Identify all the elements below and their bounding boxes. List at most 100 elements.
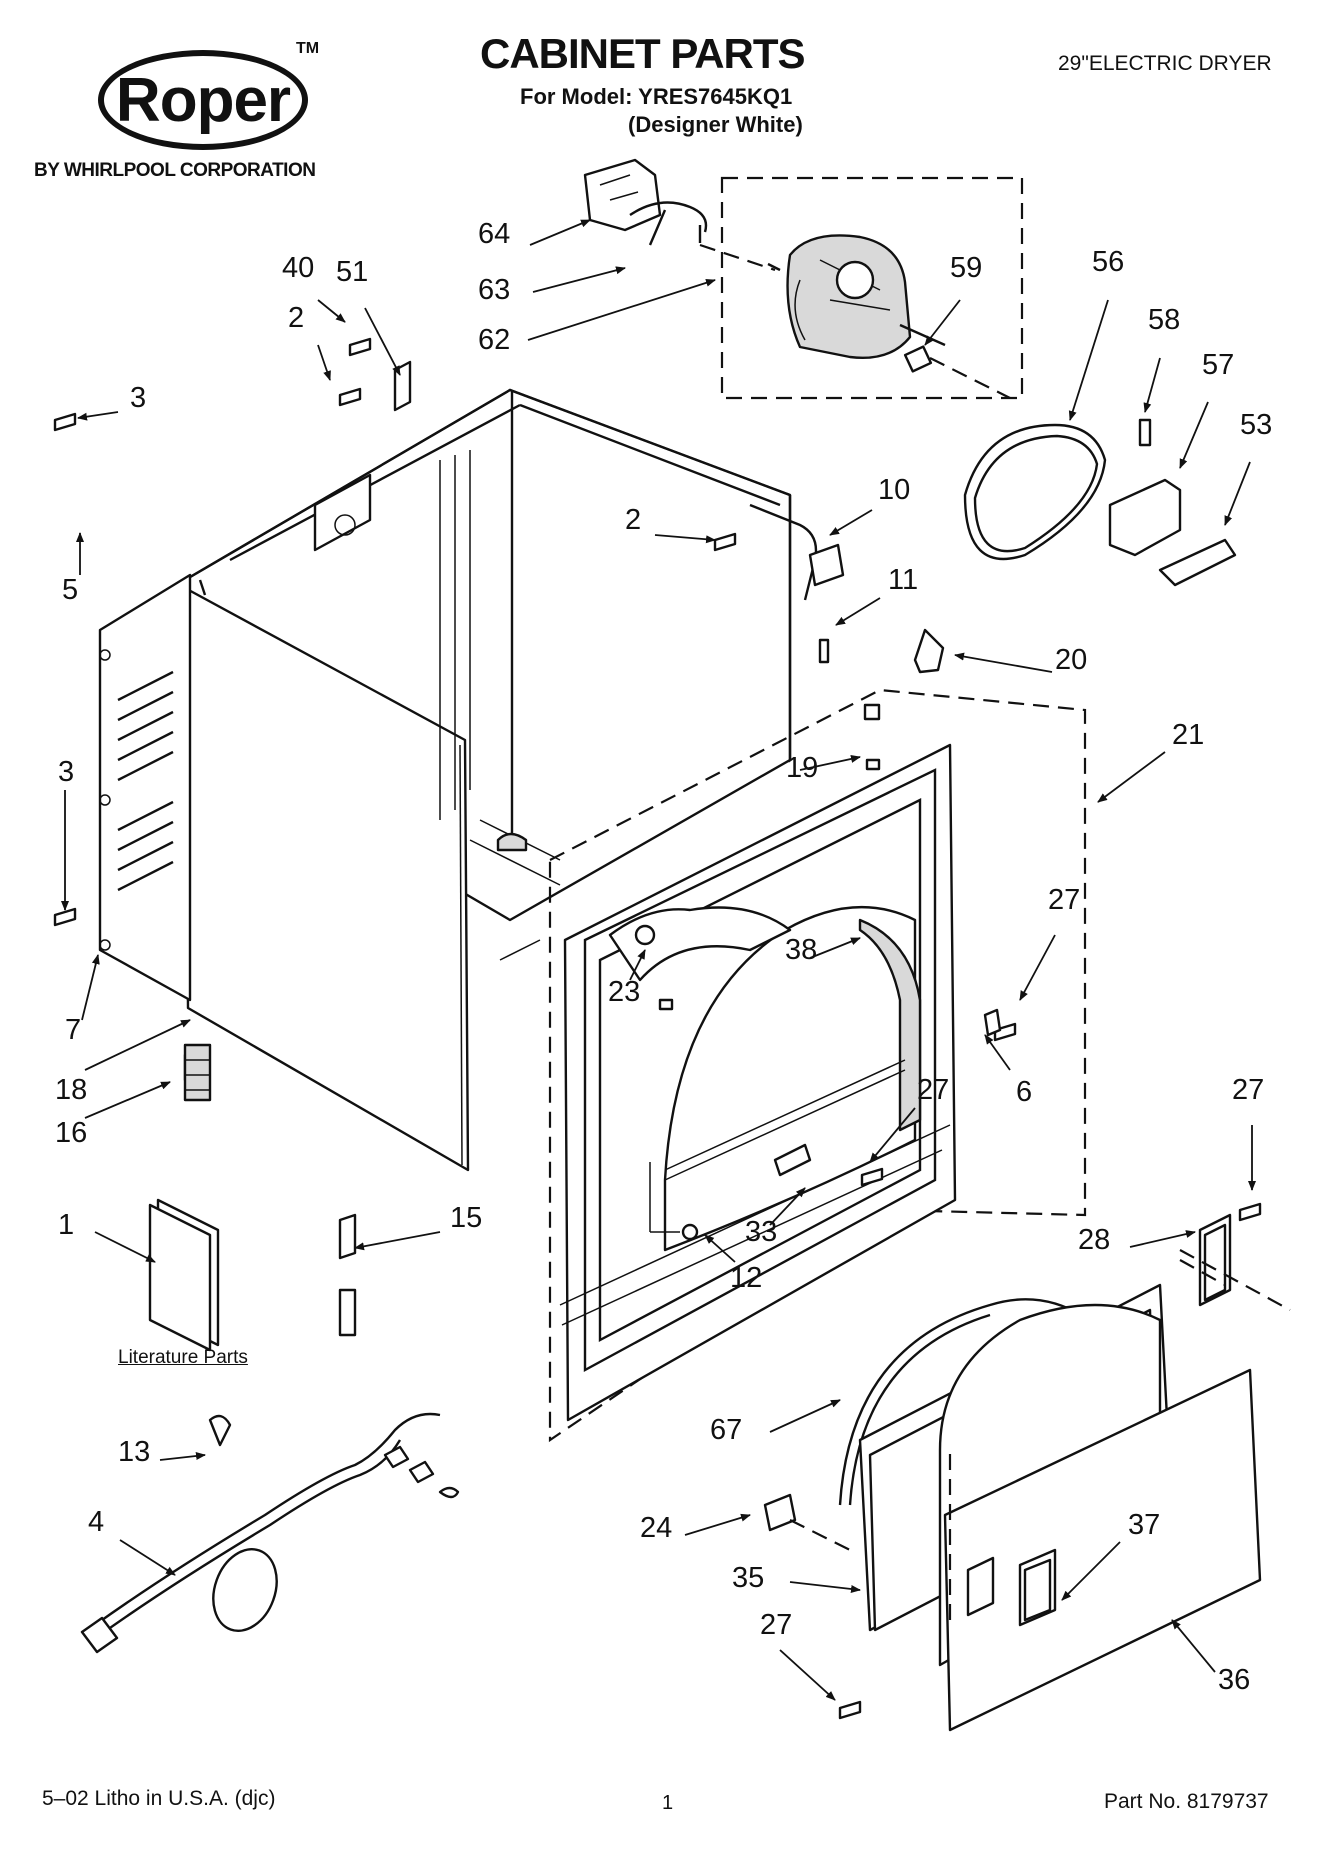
leader-18 (84, 1019, 191, 1071)
leader-2 (654, 534, 716, 544)
logo-trademark: TM (296, 40, 320, 57)
callout-51: 51 (336, 256, 369, 288)
motor-brackets (583, 158, 708, 246)
callout-62: 62 (478, 324, 511, 356)
callout-21: 21 (1172, 719, 1205, 751)
front-panel (548, 688, 1087, 1443)
leader-35 (789, 1581, 861, 1593)
literature-booklet (148, 1198, 220, 1352)
leveling-leg (183, 1043, 212, 1102)
leader-4 (119, 1539, 176, 1576)
leader-19 (799, 754, 861, 771)
leader-51 (364, 307, 401, 376)
leader-28 (1129, 1230, 1196, 1248)
idler-parts (1108, 478, 1237, 587)
logo-brand-text: Roper (115, 65, 291, 135)
leader-20 (954, 652, 1053, 673)
product-type: 29"ELECTRIC DRYER (1058, 52, 1272, 75)
leader-56 (1068, 299, 1109, 421)
callout-58: 58 (1148, 304, 1181, 336)
callout-7: 7 (65, 1014, 82, 1046)
callout-15: 15 (450, 1202, 483, 1234)
leader-15 (354, 1231, 441, 1251)
callout-13: 13 (118, 1436, 151, 1468)
callout-5: 5 (62, 574, 79, 606)
leader-59 (924, 299, 961, 346)
leader-2 (317, 344, 331, 381)
literature-parts-label: Literature Parts (118, 1347, 248, 1368)
logo-ellipse (98, 50, 308, 150)
callout-23: 23 (608, 976, 641, 1008)
cabinet-body (98, 388, 792, 1172)
callout-53: 53 (1240, 409, 1273, 441)
leader-40 (317, 299, 346, 323)
leader-11 (835, 597, 881, 626)
callout-28: 28 (1078, 1224, 1111, 1256)
drive-belt (963, 423, 1107, 561)
callout-24: 24 (640, 1512, 673, 1544)
leader-7 (81, 954, 100, 1021)
leader-67 (769, 1399, 841, 1433)
leader-37 (1061, 1541, 1121, 1601)
leader-23 (629, 949, 646, 981)
callout-67: 67 (710, 1414, 743, 1446)
callout-56: 56 (1092, 246, 1125, 278)
roper-logo: Roper TM BY WHIRLPOOL CORPORATION (28, 40, 358, 190)
footer-part-number: Part No. 8179737 (1104, 1790, 1269, 1813)
leader-24 (684, 1513, 751, 1536)
callout-64: 64 (478, 218, 511, 250)
callout-19: 19 (786, 752, 819, 784)
callout-63: 63 (478, 274, 511, 306)
callout-18: 18 (55, 1074, 88, 1106)
callout-40: 40 (282, 252, 315, 284)
leader-12 (704, 1234, 736, 1263)
leader-6 (984, 1034, 1011, 1071)
page-title: CABINET PARTS (480, 30, 806, 77)
callout-6: 6 (1016, 1076, 1033, 1108)
callout-20: 20 (1055, 644, 1088, 676)
callout-12: 12 (730, 1262, 763, 1294)
callout-27: 27 (1232, 1074, 1265, 1106)
leader-10 (829, 509, 873, 536)
leader-27 (869, 1107, 916, 1163)
footer-print-info: 5–02 Litho in U.S.A. (djc) (42, 1787, 276, 1810)
leader-57 (1179, 401, 1209, 469)
leader-53 (1224, 461, 1251, 526)
callout-59: 59 (950, 252, 983, 284)
callout-16: 16 (55, 1117, 88, 1149)
leader-63 (532, 266, 626, 293)
leader-21 (1097, 751, 1166, 803)
callout-11: 11 (888, 564, 919, 596)
callout-2: 2 (288, 302, 305, 334)
motor-group (699, 176, 1024, 400)
leader-13 (159, 1452, 206, 1461)
callout-35: 35 (732, 1562, 765, 1594)
leader-58 (1143, 357, 1161, 413)
leader-38 (809, 937, 861, 959)
leader-62 (527, 278, 716, 341)
leader-64 (529, 219, 591, 246)
callout-37: 37 (1128, 1509, 1161, 1541)
leader-1 (94, 1231, 156, 1263)
callout-3: 3 (130, 382, 147, 414)
callout-1: 1 (58, 1209, 75, 1241)
callout-10: 10 (878, 474, 911, 506)
leader-33 (769, 1187, 806, 1226)
callout-3: 3 (58, 756, 75, 788)
callout-36: 36 (1218, 1664, 1251, 1696)
callout-27: 27 (917, 1074, 950, 1106)
logo-subtitle: BY WHIRLPOOL CORPORATION (34, 160, 316, 181)
model-line: For Model: YRES7645KQ1 (520, 84, 793, 109)
leader-36 (1171, 1619, 1216, 1673)
leader-16 (84, 1081, 171, 1119)
callout-27: 27 (760, 1609, 793, 1641)
callout-33: 33 (745, 1216, 778, 1248)
callout-2: 2 (625, 504, 642, 536)
callout-27: 27 (1048, 884, 1081, 916)
leader-3 (77, 411, 119, 421)
leader-27 (779, 1649, 836, 1701)
leader-27 (1019, 934, 1056, 1001)
callout-38: 38 (785, 934, 818, 966)
door-assembly (763, 1213, 1291, 1732)
